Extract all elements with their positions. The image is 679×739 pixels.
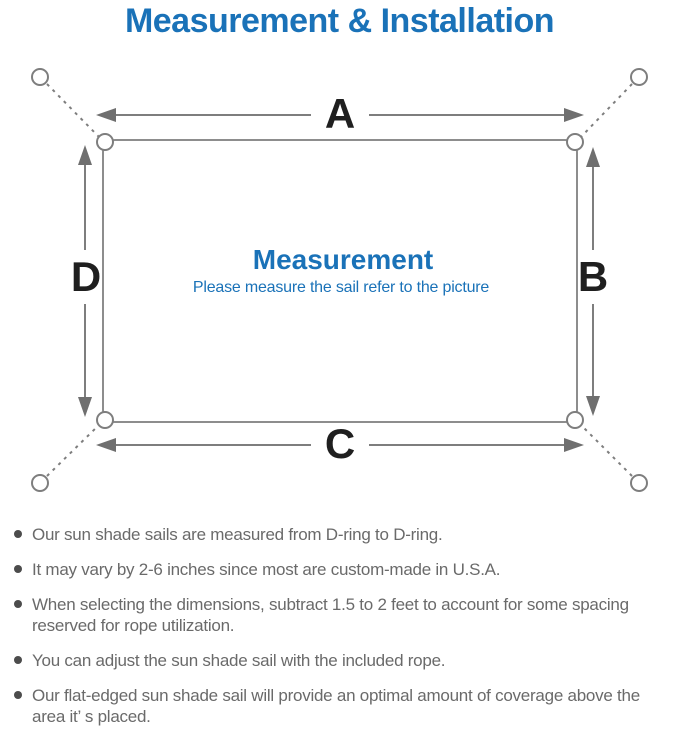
bullet-icon <box>14 565 22 573</box>
anchor-point-icon <box>630 474 648 492</box>
d-ring-icon <box>96 133 114 151</box>
note-text: You can adjust the sun shade sail with t… <box>32 651 446 670</box>
dimension-label-b: B <box>577 253 609 300</box>
bullet-icon <box>14 600 22 608</box>
note-text: Our sun shade sails are measured from D-… <box>32 525 443 544</box>
note-item: Our sun shade sails are measured from D-… <box>10 524 670 545</box>
shade-sail-rectangle <box>102 139 578 423</box>
bullet-icon <box>14 656 22 664</box>
dimension-label-c: C <box>324 420 356 467</box>
measurement-heading: Measurement <box>252 244 434 275</box>
anchor-point-icon <box>31 474 49 492</box>
measurement-subtitle: Please measure the sail refer to the pic… <box>192 279 490 296</box>
anchor-points <box>31 68 648 492</box>
bullet-icon <box>14 691 22 699</box>
bullet-icon <box>14 530 22 538</box>
arrow-d <box>78 145 92 417</box>
d-ring-icon <box>566 133 584 151</box>
dimension-label-d: D <box>70 253 102 300</box>
rope-line-bottom-left <box>46 422 102 477</box>
arrow-a <box>96 108 584 122</box>
note-item: When selecting the dimensions, subtract … <box>10 594 670 636</box>
d-ring-icon <box>96 411 114 429</box>
note-text: When selecting the dimensions, subtract … <box>32 595 629 635</box>
note-item: Our flat-edged sun shade sail will provi… <box>10 685 670 727</box>
arrow-c <box>96 438 584 452</box>
notes-list: Our sun shade sails are measured from D-… <box>10 524 670 739</box>
rope-line-top-right <box>578 83 633 140</box>
arrow-b <box>586 147 600 416</box>
note-item: It may vary by 2-6 inches since most are… <box>10 559 670 580</box>
dimension-label-a: A <box>324 90 356 137</box>
note-text: Our flat-edged sun shade sail will provi… <box>32 686 640 726</box>
rope-line-bottom-right <box>578 422 633 477</box>
d-rings <box>96 133 584 429</box>
note-item: You can adjust the sun shade sail with t… <box>10 650 670 671</box>
page-title: Measurement & Installation <box>124 2 555 40</box>
rope-dashed-lines <box>46 83 633 477</box>
rope-line-top-left <box>46 83 102 140</box>
note-text: It may vary by 2-6 inches since most are… <box>32 560 501 579</box>
anchor-point-icon <box>630 68 648 86</box>
d-ring-icon <box>566 411 584 429</box>
anchor-point-icon <box>31 68 49 86</box>
